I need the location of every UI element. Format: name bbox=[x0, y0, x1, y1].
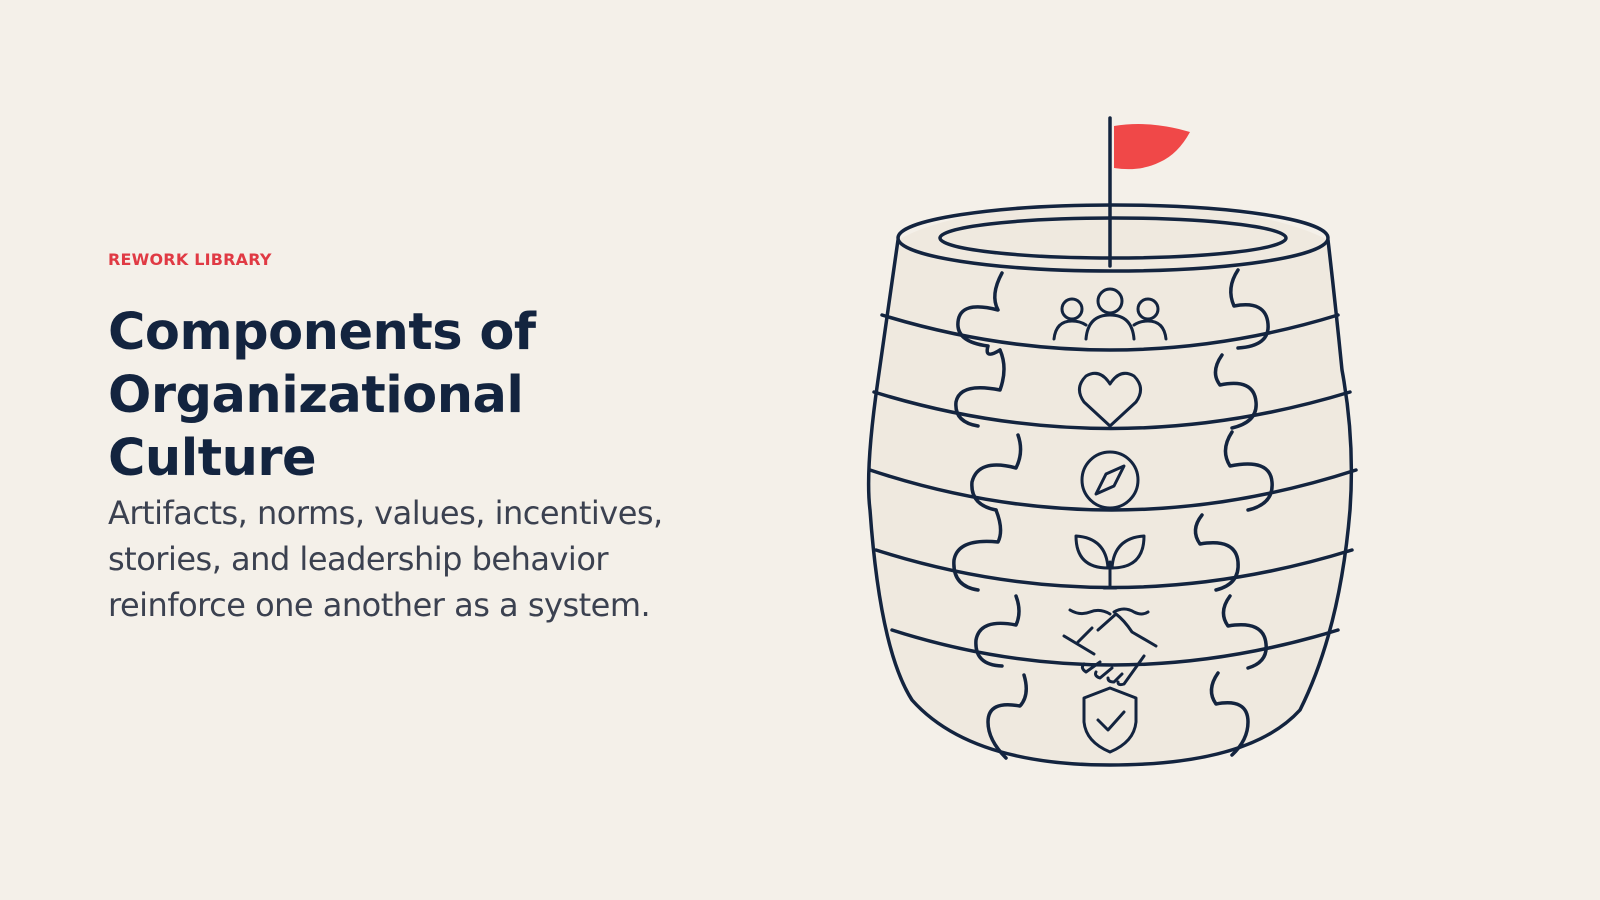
puzzle-seam-right-1 bbox=[1229, 268, 1270, 350]
sprout-icon bbox=[1074, 534, 1146, 590]
puzzle-seam-right-2 bbox=[1213, 353, 1258, 430]
band-divider-3 bbox=[868, 468, 1358, 512]
puzzle-seam-right-3 bbox=[1223, 430, 1274, 512]
puzzle-seam-left-2 bbox=[954, 348, 1006, 428]
puzzle-seam-right-6 bbox=[1209, 671, 1250, 757]
heart-icon bbox=[1078, 371, 1142, 428]
band-divider-2 bbox=[872, 390, 1352, 431]
puzzle-seam-left-6 bbox=[986, 673, 1028, 760]
page-title: Components of Organizational Culture bbox=[108, 303, 536, 488]
flag-icon bbox=[1114, 124, 1190, 170]
puzzle-seam-right-5 bbox=[1221, 594, 1268, 670]
puzzle-seam-left-5 bbox=[974, 594, 1021, 668]
culture-barrel-illustration bbox=[866, 116, 1358, 767]
puzzle-seam-right-4 bbox=[1193, 513, 1240, 592]
puzzle-seam-left-3 bbox=[970, 433, 1023, 512]
barrel-outline bbox=[866, 238, 1354, 767]
handshake-icon bbox=[1062, 607, 1158, 687]
eyebrow-label: REWORK LIBRARY bbox=[108, 250, 272, 269]
page-subtitle: Artifacts, norms, values, incentives, st… bbox=[108, 494, 663, 624]
text-block: REWORK LIBRARY Components of Organizatio… bbox=[108, 250, 708, 628]
band-divider-5 bbox=[890, 628, 1340, 667]
barrel-top-inner-rim bbox=[938, 216, 1288, 260]
compass-icon bbox=[1080, 450, 1140, 510]
band-divider-1 bbox=[880, 313, 1340, 352]
puzzle-seam-left-1 bbox=[956, 271, 1004, 356]
people-icon bbox=[1052, 287, 1168, 341]
shield-check-icon bbox=[1082, 686, 1138, 754]
barrel-top-rim bbox=[896, 203, 1330, 273]
puzzle-seam-left-4 bbox=[952, 508, 1003, 592]
